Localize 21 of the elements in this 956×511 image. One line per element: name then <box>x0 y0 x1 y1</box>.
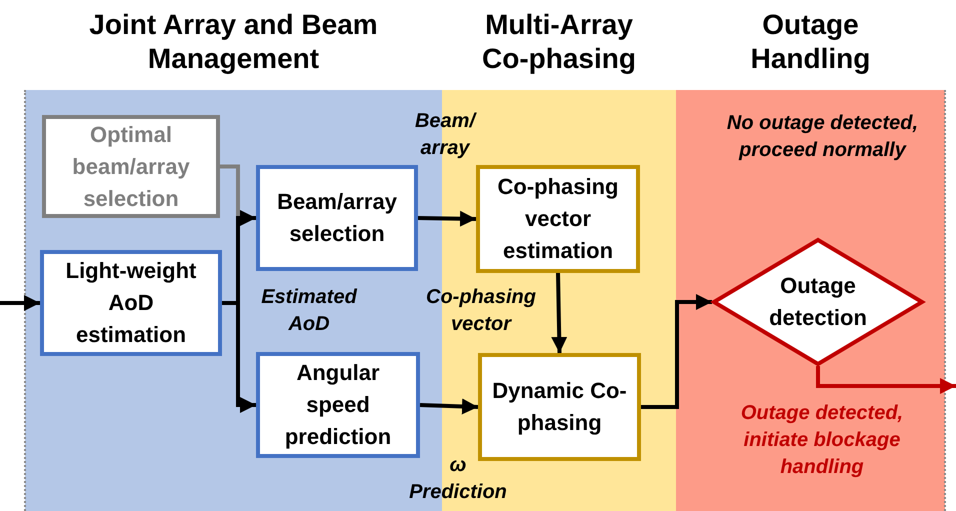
arrow <box>418 210 476 227</box>
process-box: Light-weight AoD estimation <box>40 250 222 356</box>
arrow <box>641 294 712 409</box>
arrow <box>420 398 478 414</box>
note-text: No outage detected, proceed normally <box>726 111 920 163</box>
arrow <box>816 366 956 394</box>
edge-label: Beam/ array <box>414 109 478 161</box>
process-box: Dynamic Co-phasing <box>478 353 641 461</box>
process-box: Optimal beam/array selection <box>42 115 220 218</box>
edge-label: Co-phasing vector <box>425 285 537 337</box>
process-box: Angular speed prediction <box>256 352 420 458</box>
band-heading: Outage Handling <box>750 8 872 76</box>
edge-label: Outage detected, initiate blockage handling <box>740 401 904 480</box>
edge-label: Estimated AoD <box>260 285 358 337</box>
arrow <box>0 295 40 311</box>
band-heading: Multi-Array Co-phasing <box>481 8 637 76</box>
band-heading: Joint Array and Beam Management <box>88 8 379 76</box>
process-box: Co-phasing vector estimation <box>476 165 640 273</box>
process-box: Beam/array selection <box>256 165 418 271</box>
arrow <box>551 272 568 354</box>
decision-diamond: Outage detection <box>712 238 924 366</box>
